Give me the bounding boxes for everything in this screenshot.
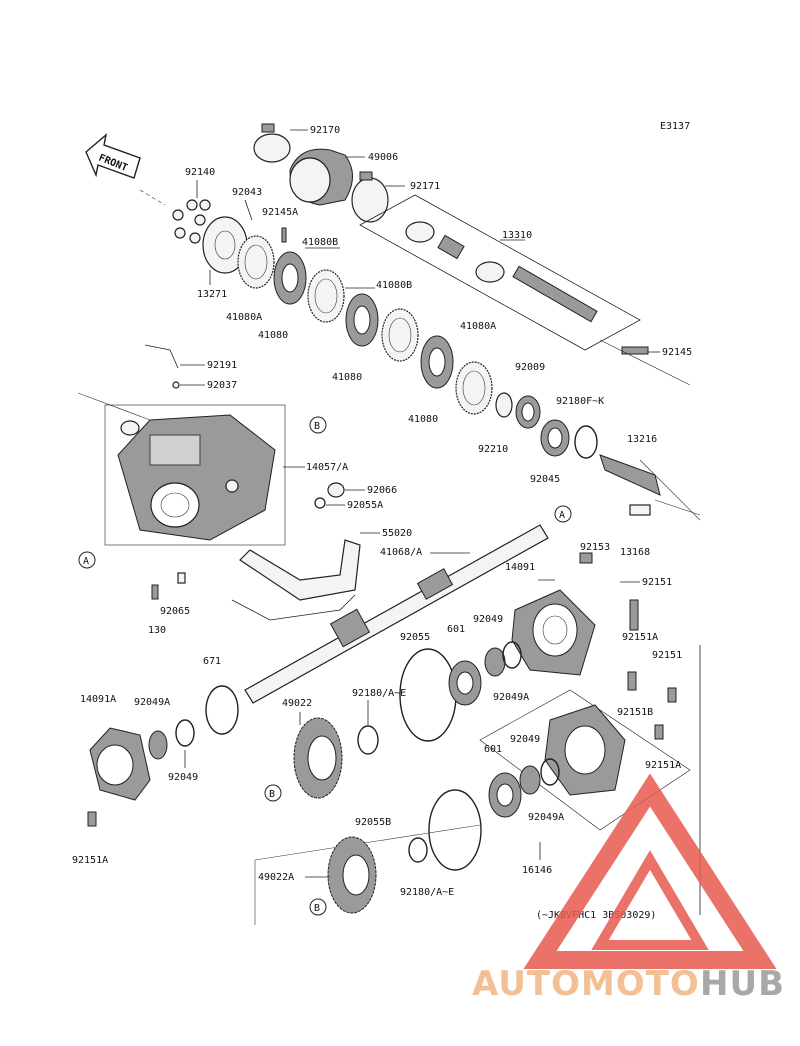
ring-gear-49022A <box>254 824 481 925</box>
part-label: 49022A <box>258 872 294 883</box>
bracket-55020 <box>231 532 380 621</box>
part-label: 16146 <box>522 865 552 876</box>
callout-a-2: A <box>554 505 572 523</box>
part-label: 92043 <box>232 187 262 198</box>
watermark-logo: AUTOMOTO HUB <box>472 773 785 1004</box>
part-label: 14091A <box>80 694 116 705</box>
part-label: 92009 <box>515 362 545 373</box>
balls-92140 <box>172 180 211 244</box>
part-label: 92045 <box>530 474 560 485</box>
part-label: 92180/A~E <box>352 688 406 699</box>
part-label: 41080 <box>332 372 362 383</box>
svg-text:A: A <box>559 510 565 521</box>
part-label: 14057/A <box>306 462 348 473</box>
part-label: 92049A <box>528 812 564 823</box>
part-label: 92151A <box>645 760 681 771</box>
propshaft-13310 <box>359 194 641 351</box>
part-label: 41068/A <box>380 547 422 558</box>
part-label: 92151A <box>622 632 658 643</box>
svg-text:A: A <box>83 556 89 567</box>
part-label: 92210 <box>478 444 508 455</box>
part-label: 92065 <box>160 606 190 617</box>
part-label: 92037 <box>207 380 237 391</box>
part-label: 49006 <box>368 152 398 163</box>
part-label: 41080 <box>408 414 438 425</box>
seals-mid <box>399 641 522 742</box>
svg-text:B: B <box>314 903 320 914</box>
part-label: 92049A <box>493 692 529 703</box>
svg-text:B: B <box>269 789 275 800</box>
shaft-41068 <box>244 524 549 704</box>
serial-note: (~JKBVFHC1 3B503029) <box>536 910 656 921</box>
gear-group-right <box>495 392 701 521</box>
part-label: 92055A <box>347 500 383 511</box>
part-label: 13216 <box>627 434 657 445</box>
boot-assembly <box>253 123 405 223</box>
part-label: 92180/A~E <box>400 887 454 898</box>
svg-text:B: B <box>314 421 320 432</box>
plug-92066 <box>314 482 365 509</box>
callout-a-1: A <box>78 551 96 569</box>
pin-92191 <box>144 344 205 389</box>
diagram-code: E3137 <box>660 121 690 132</box>
bolts-92065 <box>151 572 186 600</box>
part-label: 14091 <box>505 562 535 573</box>
callout-b-3: B <box>309 898 327 916</box>
part-label: 13168 <box>620 547 650 558</box>
bolt-92145 <box>599 339 691 386</box>
part-label: 92066 <box>367 485 397 496</box>
part-label: 92151B <box>617 707 653 718</box>
part-label: 41080A <box>460 321 496 332</box>
part-label: 130 <box>148 625 166 636</box>
part-label: 92145 <box>662 347 692 358</box>
part-label: 92145A <box>262 207 298 218</box>
part-label: 92170 <box>310 125 340 136</box>
part-label: 92153 <box>580 542 610 553</box>
part-label: 13271 <box>197 289 227 300</box>
part-label: 41080B <box>302 237 338 248</box>
part-label: 92171 <box>410 181 440 192</box>
oring-92055B <box>428 789 482 871</box>
part-label: 92049 <box>510 734 540 745</box>
part-label: 41080B <box>376 280 412 291</box>
part-label: 671 <box>203 656 221 667</box>
housing-16146 <box>479 645 701 915</box>
ring-gear-49022 <box>293 700 379 799</box>
part-label: 49022 <box>282 698 312 709</box>
part-label: 92049 <box>168 772 198 783</box>
part-label: 92049A <box>134 697 170 708</box>
oring-671 <box>205 685 239 735</box>
part-label: 92055B <box>355 817 391 828</box>
part-label: 92151 <box>652 650 682 661</box>
part-label: 92191 <box>207 360 237 371</box>
clutch-plates-1 <box>237 235 493 415</box>
part-label: 55020 <box>382 528 412 539</box>
part-label: 601 <box>447 624 465 635</box>
bearing-housing-14091A <box>87 719 195 827</box>
callout-b-2: B <box>264 784 282 802</box>
watermark-text-a: AUTOMOTO <box>472 964 700 1004</box>
bearing-housing-14091 <box>511 552 640 676</box>
housing-14057 <box>77 392 305 546</box>
part-label: 92151 <box>642 577 672 588</box>
part-label: 92151A <box>72 855 108 866</box>
part-label: 92049 <box>473 614 503 625</box>
part-label: 92055 <box>400 632 430 643</box>
part-label: 601 <box>484 744 502 755</box>
part-label: 41080A <box>226 312 262 323</box>
callout-b-1: B <box>309 416 327 434</box>
part-label: 92180F~K <box>556 396 604 407</box>
part-label: 13310 <box>502 230 532 241</box>
front-arrow: FRONT <box>85 133 166 206</box>
part-label: 92140 <box>185 167 215 178</box>
watermark-text-b: HUB <box>700 964 785 1004</box>
part-label: 41080 <box>258 330 288 341</box>
